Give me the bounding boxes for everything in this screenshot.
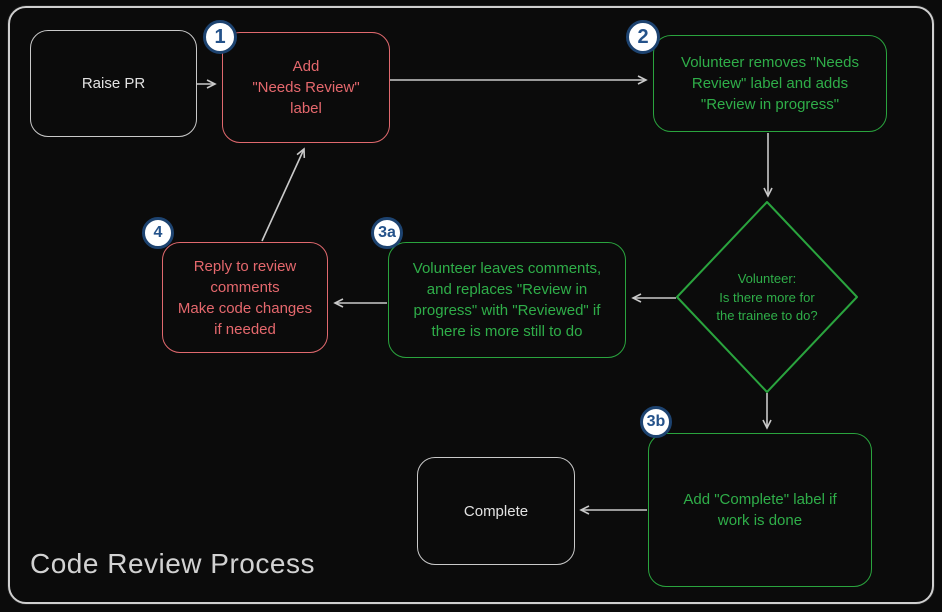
node-add-needs-review: Add "Needs Review" label xyxy=(222,32,390,143)
node-volunteer-leaves-comments: Volunteer leaves comments, and replaces … xyxy=(388,242,626,358)
node-volunteer-removes-label: Volunteer removes "Needs Review" label a… xyxy=(653,35,887,132)
node-add-complete-label: Add "Complete" label if work is done xyxy=(648,433,872,587)
page-title: Code Review Process xyxy=(30,548,315,579)
decision-diamond-shape xyxy=(676,201,858,393)
arrow-step4-to-step1 xyxy=(261,147,306,242)
node-complete: Complete xyxy=(417,457,575,565)
decision-diamond-label: Volunteer: Is there more for the trainee… xyxy=(716,270,818,324)
node-reply-to-review: Reply to review comments Make code chang… xyxy=(162,242,328,353)
badge-step-3b: 3b xyxy=(640,406,672,438)
node-raise-pr: Raise PR xyxy=(30,30,197,137)
badge-step-3a: 3a xyxy=(371,217,403,249)
badge-step-4: 4 xyxy=(142,217,174,249)
badge-step-1: 1 xyxy=(203,20,237,54)
badge-step-2: 2 xyxy=(626,20,660,54)
